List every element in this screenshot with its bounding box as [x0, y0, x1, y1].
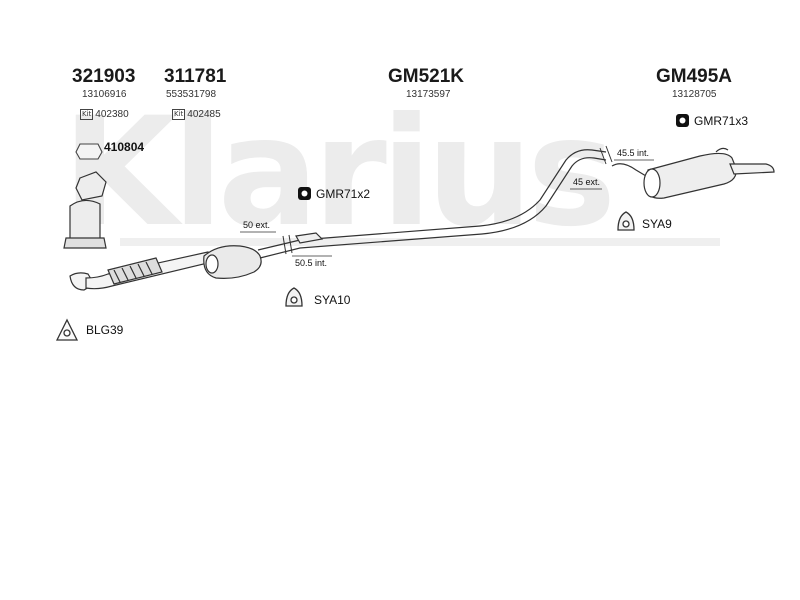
part-code-311781: 311781 [164, 66, 227, 87]
bracket-blg39-drawing [55, 318, 79, 341]
catalyst-drawing [203, 245, 262, 279]
gasket-410804-label: 410804 [104, 140, 145, 154]
clamp-gmr71x3-label: GMR71x3 [694, 114, 749, 128]
front-pipe-drawing [69, 251, 213, 291]
part-code-gm521k: GM521K [388, 66, 465, 87]
note-45-ext: 45 ext. [573, 177, 601, 187]
kit-number: 402485 [187, 109, 221, 120]
mount-sya10-drawing [285, 287, 303, 307]
note-50-5-int: 50.5 int. [295, 258, 328, 268]
mount-sya9-drawing [617, 211, 635, 231]
pipe-joint-front [282, 234, 293, 255]
middle-pipe-drawing [257, 149, 607, 259]
bracket-blg39-label: BLG39 [86, 323, 124, 337]
clamp-gmr71x3-icon [676, 114, 689, 127]
part-code-321903: 321903 [72, 66, 136, 87]
mount-sya10-label: SYA10 [314, 293, 351, 307]
clamp-gmr71x2-icon [298, 187, 311, 200]
gasket-410804-drawing [75, 143, 103, 160]
rear-silencer-drawing [611, 147, 775, 199]
kit-badge: Kit [80, 109, 94, 120]
clamp-gmr71x2-label: GMR71x2 [316, 187, 371, 201]
note-50-ext: 50 ext. [243, 220, 271, 230]
kit-number: 402380 [95, 109, 129, 120]
pipe-joint-rear [599, 145, 613, 165]
oe-number-13128705: 13128705 [672, 89, 717, 100]
kit-badge: Kit [172, 109, 186, 120]
oe-number-553531798: 553531798 [166, 89, 217, 100]
oe-number-13106916: 13106916 [82, 89, 127, 100]
note-45-5-int: 45.5 int. [617, 148, 650, 158]
converter-321903-drawing [63, 171, 107, 249]
mount-sya9-label: SYA9 [642, 217, 672, 231]
dimension-lines [240, 159, 654, 257]
watermark-underline [120, 238, 720, 246]
oe-number-13173597: 13173597 [406, 89, 451, 100]
part-code-gm495a: GM495A [656, 66, 733, 87]
